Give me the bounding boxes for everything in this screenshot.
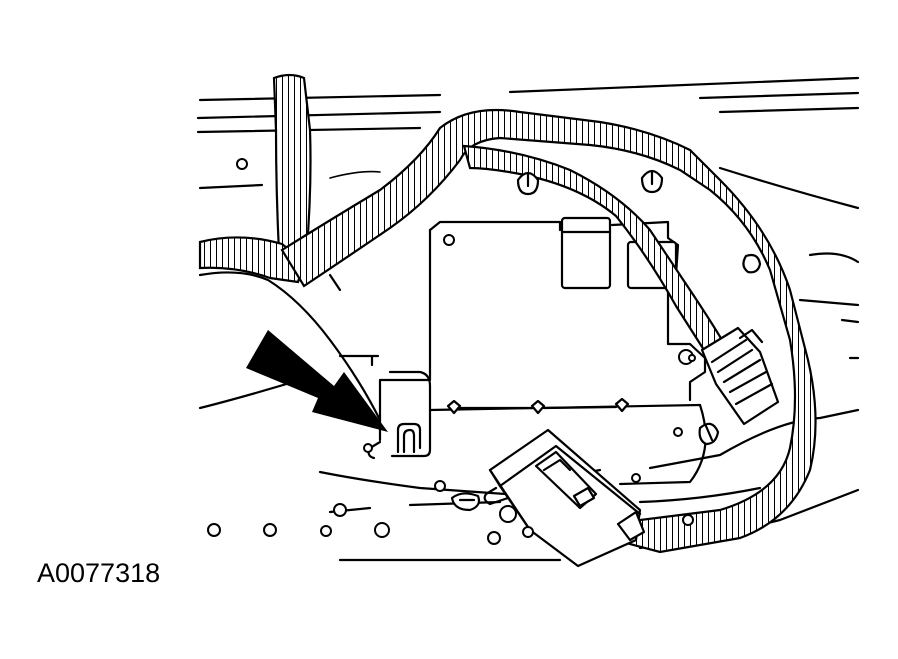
teardrop-slots bbox=[450, 169, 762, 512]
pointer-arrow bbox=[246, 330, 388, 432]
figure-id-label: A0077318 bbox=[37, 558, 161, 588]
wiring-harness-vertical bbox=[272, 73, 312, 274]
electronic-module bbox=[483, 428, 646, 568]
relay-block bbox=[560, 216, 612, 290]
mounting-holes bbox=[207, 158, 694, 545]
harness-connector-right bbox=[700, 326, 780, 426]
